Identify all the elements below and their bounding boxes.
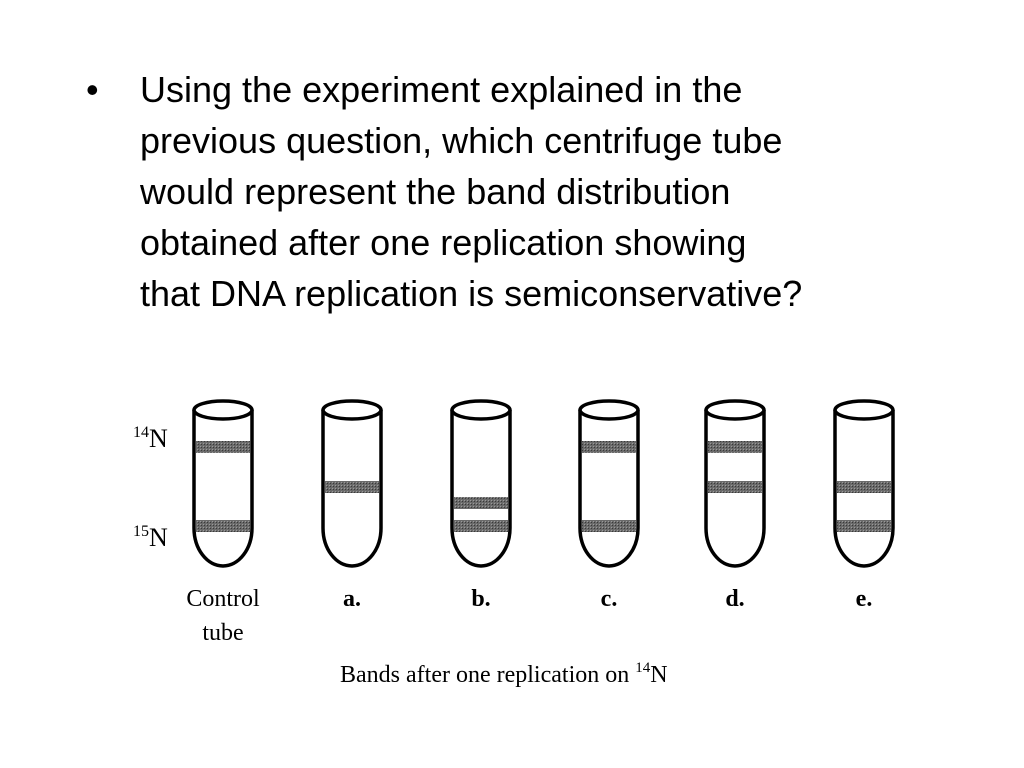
tubes-group	[192, 399, 895, 568]
question-line: Using the experiment explained in the	[140, 69, 743, 110]
band-e-15N	[837, 520, 891, 532]
band-control-15N	[196, 520, 250, 532]
tube-label-a: a.	[343, 586, 361, 612]
band-d-14N	[708, 441, 762, 453]
tube-label-b: b.	[471, 586, 490, 612]
caption-base: N	[650, 662, 667, 688]
tube-rim-d	[704, 399, 766, 421]
control-label-line1: Control	[186, 586, 260, 612]
tube-rim-e	[833, 399, 895, 421]
tube-rim-a	[321, 399, 383, 421]
tube-rim-c	[578, 399, 640, 421]
question-line: obtained after one replication showing	[140, 222, 747, 263]
tube-body-e	[833, 410, 895, 568]
band-b-15N	[454, 520, 508, 532]
tube-body-a	[321, 410, 383, 568]
tube-body-c	[578, 410, 640, 568]
question-line: that DNA replication is semiconservative…	[140, 273, 803, 314]
tube-body-control	[192, 410, 254, 568]
band-d-hybrid	[708, 481, 762, 493]
band-b-between-hybrid-15N	[454, 497, 508, 509]
figure-caption: Bands after one replication on 14N	[340, 660, 668, 688]
tube-body-b	[450, 410, 512, 568]
tube-rim-b	[450, 399, 512, 421]
caption-text: Bands after one replication on	[340, 662, 635, 688]
control-label-line2: tube	[202, 620, 243, 646]
bullet-marker: •	[86, 69, 99, 110]
question-line: would represent the band distribution	[140, 171, 731, 212]
tube-rim-control	[192, 399, 254, 421]
n15-label: 15N	[133, 523, 168, 552]
tube-label-c: c.	[601, 586, 618, 612]
tube-label-d: d.	[725, 586, 744, 612]
n15-label-sup: 15	[133, 523, 149, 540]
band-c-14N	[582, 441, 636, 453]
n15-label-base: N	[149, 523, 168, 552]
tube-label-e: e.	[856, 586, 873, 612]
band-e-hybrid	[837, 481, 891, 493]
tube-body-d	[704, 410, 766, 568]
n14-label: 14N	[133, 424, 168, 453]
band-control-14N	[196, 441, 250, 453]
caption-sup: 14	[635, 660, 651, 676]
band-a-hybrid	[325, 481, 379, 493]
question-line: previous question, which centrifuge tube	[140, 120, 783, 161]
band-c-15N	[582, 520, 636, 532]
n14-label-sup: 14	[133, 424, 149, 441]
question-text: Using the experiment explained in the pr…	[140, 64, 980, 319]
n14-label-base: N	[149, 424, 168, 453]
